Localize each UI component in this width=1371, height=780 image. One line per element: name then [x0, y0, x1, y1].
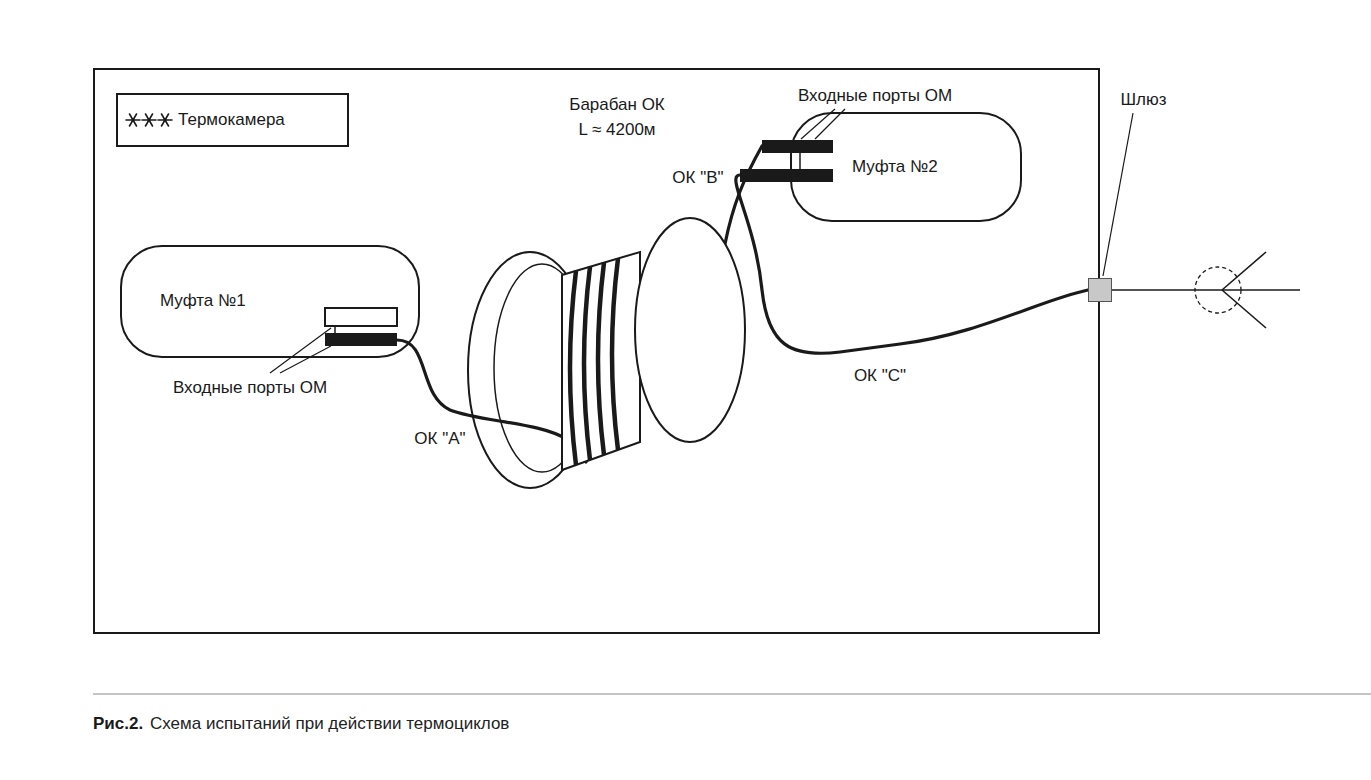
- cable-label: ОК "С": [851, 366, 909, 386]
- drum-core: [562, 252, 640, 470]
- cable-winding: [598, 263, 604, 455]
- port-bridge: [799, 153, 801, 169]
- input-port: [325, 308, 397, 326]
- cable-winding: [584, 267, 590, 460]
- leader-line: [270, 328, 331, 373]
- name-plate: Термокамера: [116, 93, 349, 147]
- snowflake-icon: [126, 114, 140, 126]
- drum-name: Барабан ОК: [569, 95, 665, 115]
- cable-label: ОК "В": [669, 168, 726, 188]
- cable-drum-drawing: [465, 95, 750, 495]
- closure-name: Муфта №1: [160, 291, 246, 311]
- leader-line: [280, 346, 331, 373]
- port-callout: Входные порты ОМ: [798, 86, 952, 106]
- chamber-title: Термокамера: [178, 110, 285, 130]
- cable-label: ОК "А": [411, 429, 468, 449]
- gateway-label: Шлюз: [1121, 90, 1167, 110]
- input-port: [762, 140, 833, 153]
- fiber-cable: [736, 175, 1088, 353]
- instrument-symbol: [1222, 290, 1266, 328]
- closure-name: Муфта №2: [852, 157, 938, 177]
- cable-winding: [570, 271, 576, 465]
- cable-drum: Барабан ОК L ≈ 4200м: [465, 95, 750, 495]
- figure-number: Рис.2.: [93, 714, 143, 734]
- input-port: [740, 169, 833, 182]
- snowflake-icon: [158, 114, 172, 126]
- cable-winding: [612, 259, 618, 450]
- fiber-cable: [397, 340, 586, 462]
- drum-length: L ≈ 4200м: [578, 120, 655, 140]
- leader-line: [1103, 113, 1133, 276]
- port-bridge: [334, 326, 336, 333]
- splice-closure: Муфта №1: [120, 245, 420, 358]
- figure-caption: Схема испытаний при действии термоциклов: [150, 714, 509, 734]
- splice-closure: Муфта №2: [790, 112, 1022, 222]
- input-port: [325, 333, 397, 346]
- instrument-symbol: [1195, 267, 1241, 313]
- fiber-cable: [725, 146, 762, 244]
- instrument-symbol: [1222, 252, 1266, 290]
- external-line: [1112, 289, 1300, 291]
- snowflake-icon: [142, 114, 156, 126]
- caption-rule: [93, 694, 1371, 695]
- gateway: Шлюз: [1088, 278, 1112, 302]
- drum-flange: [635, 218, 745, 442]
- port-callout: Входные порты ОМ: [173, 378, 327, 398]
- snowflake-icons: [126, 114, 172, 126]
- thermal-chamber: ТермокамераМуфта №1 Барабан ОК L ≈ 4200мМу…: [93, 68, 1100, 634]
